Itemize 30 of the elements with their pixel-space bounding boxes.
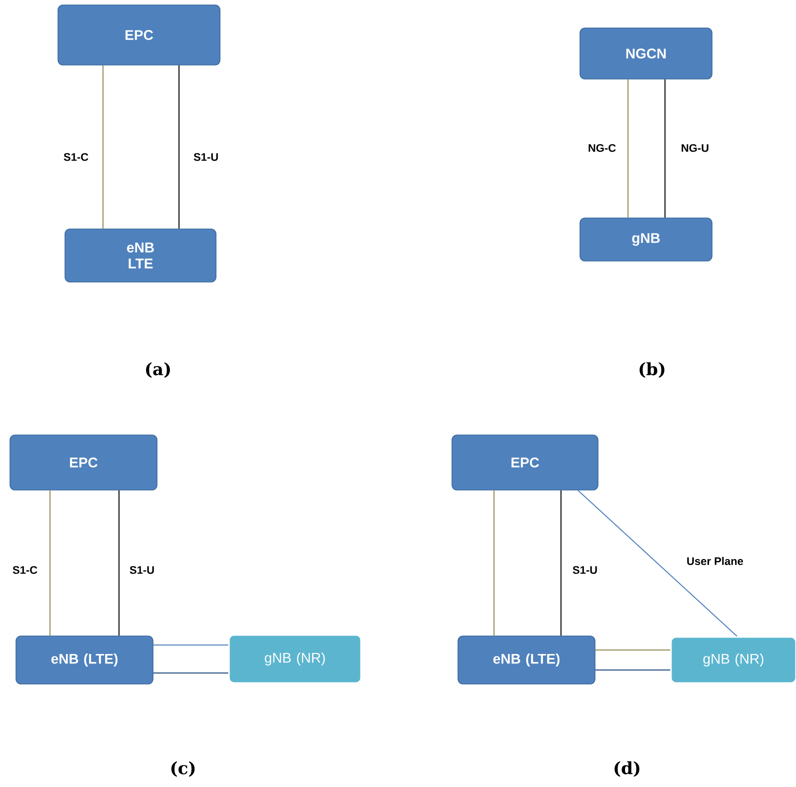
network-box: gNB (NR) — [228, 634, 362, 684]
edge-label: S1-C — [64, 153, 88, 161]
subfigure-caption: (b) — [640, 362, 664, 378]
network-box: gNB (NR) — [670, 636, 796, 684]
connector-line — [118, 490, 120, 636]
network-box: EPC — [452, 434, 598, 490]
network-box: eNB (LTE) — [458, 636, 596, 684]
connector-line — [102, 64, 104, 230]
edge-label: User Plane — [687, 556, 744, 566]
connector-line — [578, 490, 738, 637]
network-box: EPC — [10, 434, 158, 490]
network-box: gNB — [580, 218, 712, 262]
subfigure-caption: (a) — [146, 362, 170, 378]
edge-label: S1-U — [572, 566, 597, 574]
network-box: EPC — [58, 4, 220, 66]
edge-label: NG-U — [682, 144, 708, 152]
connector-line — [178, 64, 180, 230]
edge-label: S1-U — [130, 566, 154, 574]
connector-line — [560, 490, 562, 636]
connector-line — [664, 78, 666, 218]
network-box: eNB (LTE) — [16, 636, 154, 684]
edge-label: S1-U — [194, 153, 218, 161]
edge-label: NG-C — [588, 144, 616, 152]
connector-line — [152, 644, 229, 646]
subfigure-caption: (c) — [171, 761, 195, 777]
edge-label: S1-C — [12, 566, 38, 574]
network-box: NGCN — [580, 28, 712, 80]
connector-line — [152, 672, 229, 674]
subfigure-caption: (d) — [614, 761, 640, 777]
network-box: eNB LTE — [64, 228, 216, 282]
